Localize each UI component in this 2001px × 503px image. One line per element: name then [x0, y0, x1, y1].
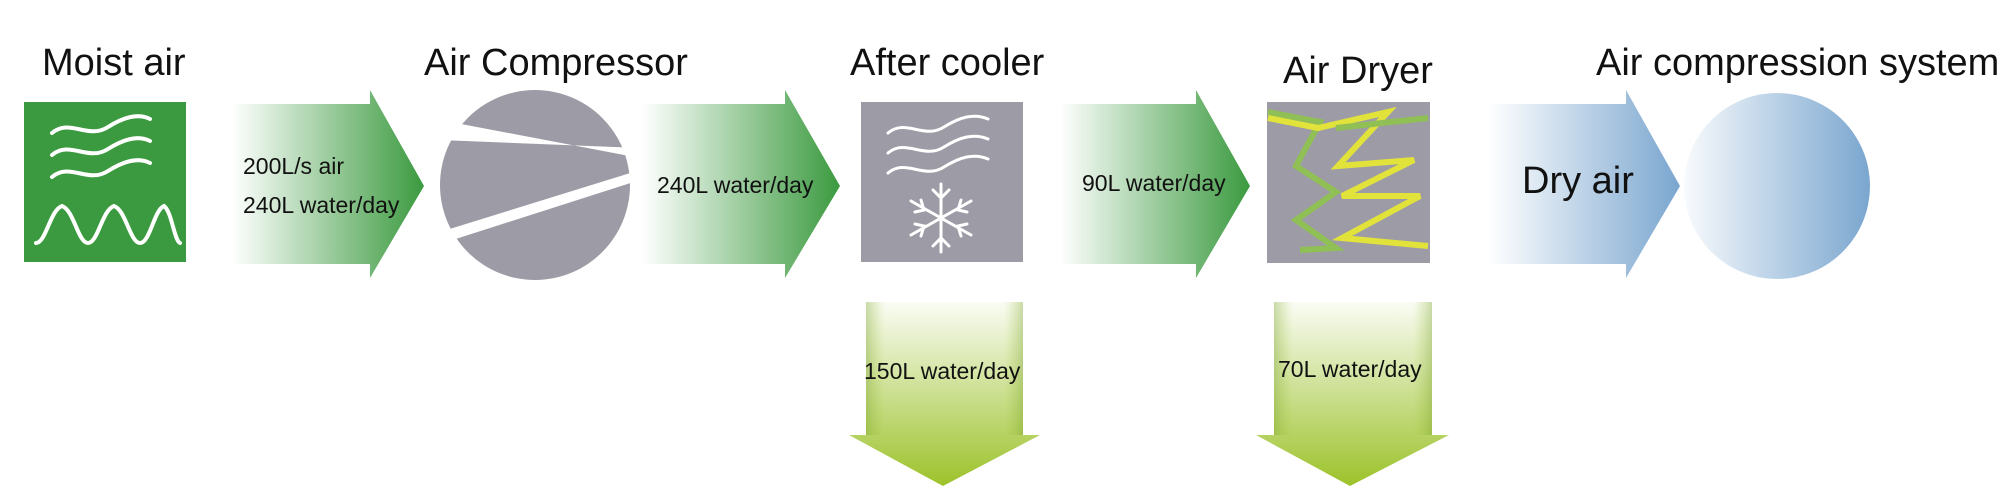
stage-title-moist-air: Moist air: [42, 42, 186, 84]
cooler-flow-arrow: [1060, 90, 1250, 278]
stage-title-air-dryer: Air Dryer: [1283, 50, 1433, 92]
air-compression-system-icon: [1684, 93, 1870, 279]
compressor-flow-arrow: [642, 90, 840, 278]
cooler-drain-arrow: [849, 302, 1040, 486]
stage-title-air-compression-system: Air compression system: [1596, 42, 2000, 84]
inlet-flow-label-air: 200L/s air: [243, 153, 345, 179]
inlet-flow-arrow: [232, 90, 424, 278]
cooler-drain-label: 150L water/day: [864, 358, 1021, 384]
compressor-flow-label: 240L water/day: [657, 172, 814, 198]
stage-title-after-cooler: After cooler: [850, 42, 1045, 84]
dryer-drain-label: 70L water/day: [1278, 356, 1422, 382]
air-dryer-icon: [1267, 102, 1430, 263]
snowflake-icon: [909, 182, 973, 254]
after-cooler-icon: [861, 102, 1023, 262]
stage-title-air-compressor: Air Compressor: [424, 42, 688, 84]
compressor-icon: [440, 90, 640, 280]
dry-air-flow-arrow: [1488, 90, 1680, 278]
cooler-flow-label: 90L water/day: [1082, 170, 1226, 196]
inlet-flow-label-water: 240L water/day: [243, 192, 400, 218]
dry-air-label: Dry air: [1522, 160, 1634, 202]
moist-air-icon: [24, 102, 186, 262]
dryer-drain-arrow: [1256, 302, 1449, 486]
